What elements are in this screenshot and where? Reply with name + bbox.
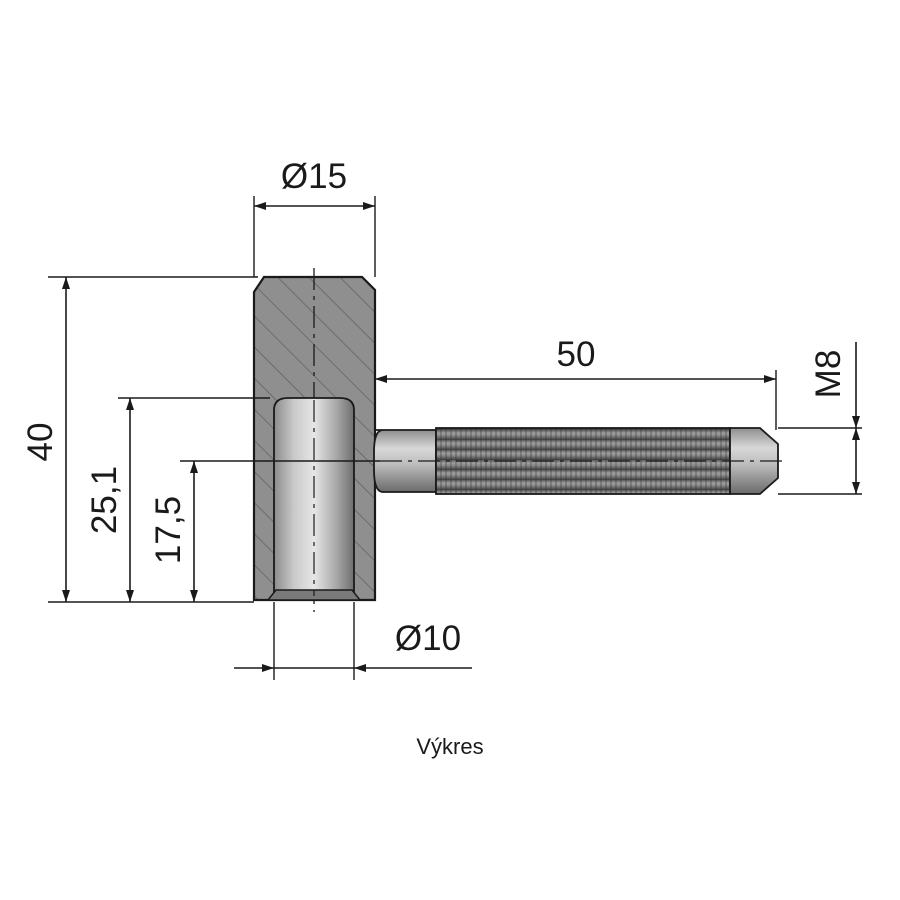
drawing-caption: Výkres	[416, 734, 484, 759]
dimension-screw-length-label: 50	[557, 335, 596, 374]
dimension-body-diameter-label: Ø15	[281, 157, 347, 196]
dimension-bore-diameter-label: Ø10	[395, 619, 461, 658]
dimension-screw-length: 50	[375, 335, 776, 383]
dimension-pin-height-label: 25,1	[85, 466, 124, 534]
dimension-body-diameter: Ø15	[254, 157, 375, 210]
dimension-axis-height-label: 17,5	[149, 496, 188, 564]
extension-lines	[48, 196, 862, 680]
dimension-overall-height: 40	[21, 277, 70, 602]
dimension-thread-label: M8	[809, 350, 848, 399]
screw	[373, 427, 786, 495]
pin	[266, 397, 362, 601]
dimension-axis-height: 17,5	[149, 461, 198, 602]
dimension-pin-height: 25,1	[85, 398, 134, 602]
dimension-thread: M8	[809, 342, 860, 494]
dimension-overall-height-label: 40	[21, 423, 60, 462]
dimension-bore-diameter: Ø10	[234, 619, 472, 672]
